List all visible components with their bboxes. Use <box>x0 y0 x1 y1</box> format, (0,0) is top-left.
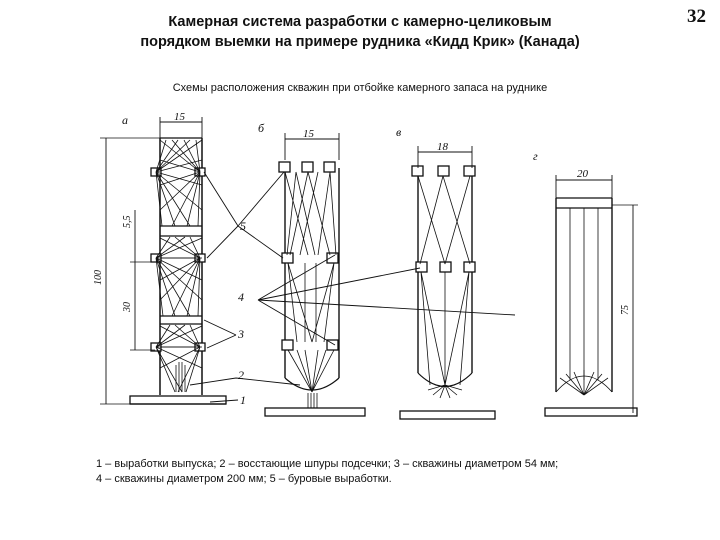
slide-title: Камерная система разработки с камерно-це… <box>60 12 660 52</box>
panel-a-label: а <box>122 113 128 127</box>
callout-3: 3 <box>237 327 244 341</box>
callout-1: 1 <box>240 393 246 407</box>
width-g-label: 20 <box>577 168 589 180</box>
panel-a-drawing <box>100 117 227 405</box>
panel-b-label: б <box>258 121 265 135</box>
callout-2: 2 <box>238 368 244 382</box>
height-g-label: 75 <box>620 305 631 315</box>
panel-v-label: в <box>396 125 401 139</box>
callout-5: 5 <box>240 219 246 233</box>
title-line-2: порядком выемки на примере рудника «Кидд… <box>140 34 580 50</box>
panel-b-drawing <box>264 133 366 417</box>
panel-g-drawing <box>544 175 638 417</box>
callout-leaders <box>189 171 516 403</box>
panel-v-drawing <box>399 146 496 420</box>
slide-number: 32 <box>687 6 706 27</box>
height-a-total-label: 100 <box>93 270 104 285</box>
height-a-upper-label: 5,5 <box>122 216 133 229</box>
panel-g-label: г <box>533 149 538 163</box>
width-b-label: 15 <box>303 128 315 140</box>
figure-legend: 1 – выработки выпуска; 2 – восстающие шп… <box>96 457 656 487</box>
legend-line-2: 4 – скважины диаметром 200 мм; 5 – буров… <box>96 473 392 485</box>
width-a-label: 15 <box>174 111 186 123</box>
diagram-subtitle: Схемы расположения скважин при отбойке к… <box>172 82 548 94</box>
legend-line-1: 1 – выработки выпуска; 2 – восстающие шп… <box>96 458 559 470</box>
width-v-label: 18 <box>437 141 449 153</box>
height-a-mid-label: 30 <box>122 302 133 313</box>
callout-4: 4 <box>238 290 244 304</box>
title-line-1: Камерная система разработки с камерно-це… <box>168 14 552 30</box>
